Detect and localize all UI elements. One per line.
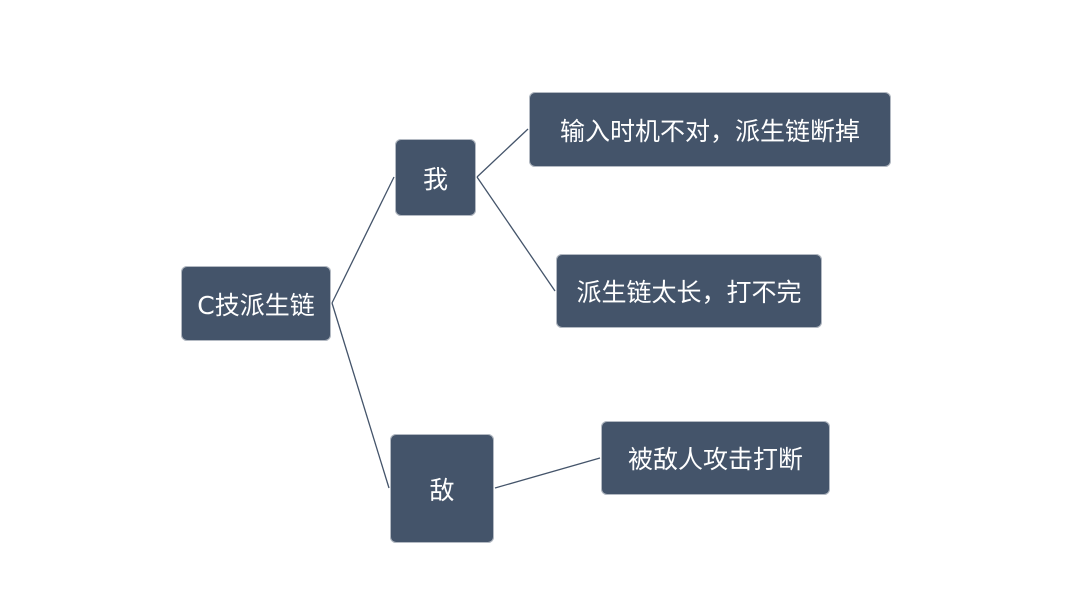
- connector-enemy-interrupt: [494, 457, 601, 489]
- node-branch-enemy[interactable]: 敌: [390, 434, 494, 543]
- node-branch-enemy-label: 敌: [429, 475, 455, 505]
- node-root-label: C技派生链: [197, 290, 315, 320]
- connector-self-long: [476, 176, 556, 292]
- node-leaf-timing[interactable]: 输入时机不对，派生链断掉: [529, 92, 891, 167]
- connector-root-self: [331, 176, 395, 304]
- node-root[interactable]: C技派生链: [181, 266, 331, 341]
- node-leaf-long[interactable]: 派生链太长，打不完: [556, 254, 822, 328]
- connector-self-timing: [476, 128, 529, 178]
- node-leaf-long-label: 派生链太长，打不完: [576, 278, 802, 307]
- node-branch-self[interactable]: 我: [395, 139, 476, 216]
- node-leaf-timing-label: 输入时机不对，派生链断掉: [559, 116, 860, 146]
- node-leaf-interrupt[interactable]: 被敌人攻击打断: [601, 421, 830, 495]
- node-leaf-interrupt-label: 被敌人攻击打断: [627, 445, 803, 474]
- connector-root-enemy: [331, 302, 390, 489]
- node-branch-self-label: 我: [422, 164, 448, 194]
